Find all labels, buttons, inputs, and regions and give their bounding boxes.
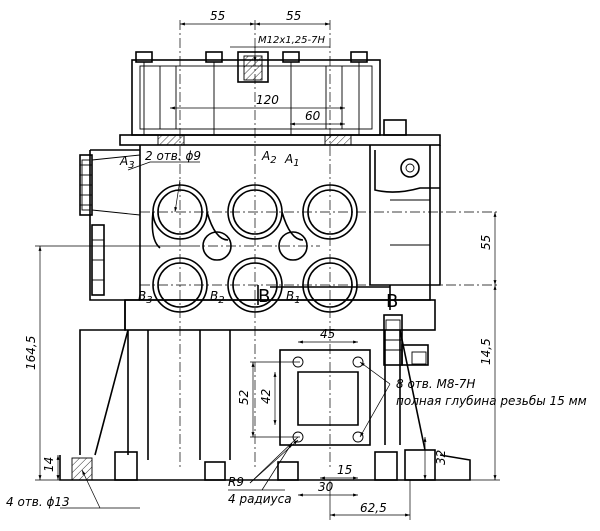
dim-55-left: 55 [210,9,225,23]
dim-45: 45 [320,327,335,341]
dim-thread-m12: M12x1,25-7H [258,35,326,46]
section-b-right: B [386,291,398,312]
dimension-texts: 55 55 M12x1,25-7H 120 60 55 164,5 14,5 4… [24,9,493,515]
dim-55-vertical: 55 [479,235,493,250]
dim-14: 14 [42,457,56,472]
section-b-left: B [258,286,270,307]
dim-55-right: 55 [286,9,301,23]
dim-62-5: 62,5 [360,501,387,515]
dim-30: 30 [318,480,334,494]
label-two-holes: 2 отв. ϕ9 [145,149,201,163]
label-r9: R9 [228,475,244,489]
dim-32: 32 [434,450,448,465]
label-b1: B1 [286,289,301,306]
label-four-radius: 4 радиуса [228,492,292,506]
center-lines [140,20,500,470]
label-four-holes: 4 отв. ϕ13 [6,495,70,509]
dim-164-5: 164,5 [24,336,38,370]
dim-60: 60 [305,109,321,123]
label-eight-holes: 8 отв. M8-7H [396,377,475,391]
label-a3: A3 [119,154,135,171]
label-b3: B3 [138,289,153,306]
label-a2: A2 [261,149,277,166]
dim-42: 42 [259,389,273,404]
dim-120: 120 [256,93,279,107]
label-b2: B2 [210,289,225,306]
flange-plate [119,119,441,146]
dim-52: 52 [237,390,251,405]
label-a1: A1 [284,152,300,169]
dim-14-5: 14,5 [479,338,493,365]
label-thread-depth: полная глубина резьбы 15 мм [396,394,587,408]
callout-texts: 2 отв. ϕ9 A3 A2 A1 B3 B2 B1 B B 8 отв. M… [6,149,587,509]
dimension-lines [35,22,500,520]
dim-15: 15 [337,463,352,477]
